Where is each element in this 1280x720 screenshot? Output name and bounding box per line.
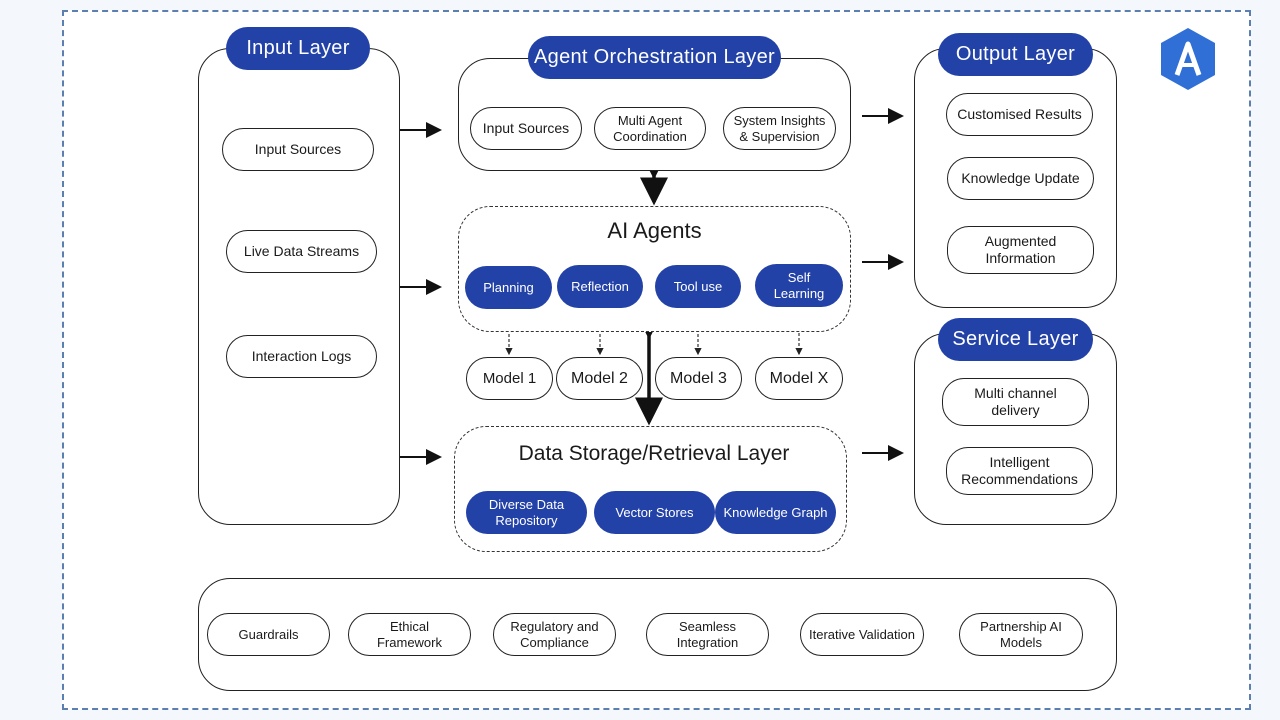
orchestration-layer-title: Agent Orchestration Layer	[528, 36, 781, 79]
ai-agents-title: AI Agents	[607, 218, 702, 243]
multi-channel-delivery-item: Multi channel delivery	[942, 378, 1089, 426]
intelligent-recommendations-item: Intelligent Recommendations	[946, 447, 1093, 495]
reflection-agent: Reflection	[557, 265, 643, 308]
model-2: Model 2	[556, 357, 643, 400]
logo-hexagon-icon	[1161, 28, 1215, 90]
model-3: Model 3	[655, 357, 742, 400]
partnership-ai-models-item: Partnership AI Models	[959, 613, 1083, 656]
input-layer-title: Input Layer	[226, 27, 370, 70]
ethical-framework-item: Ethical Framework	[348, 613, 471, 656]
iterative-validation-item: Iterative Validation	[800, 613, 924, 656]
guardrails-item: Guardrails	[207, 613, 330, 656]
regulatory-compliance-item: Regulatory and Compliance	[493, 613, 616, 656]
interaction-logs-item: Interaction Logs	[226, 335, 377, 378]
input-sources-item: Input Sources	[222, 128, 374, 171]
diverse-data-repository-item: Diverse Data Repository	[466, 491, 587, 534]
vector-stores-item: Vector Stores	[594, 491, 715, 534]
self-learning-agent: Self Learning	[755, 264, 843, 307]
data-storage-title: Data Storage/Retrieval Layer	[518, 442, 790, 465]
service-layer-title: Service Layer	[938, 318, 1093, 361]
input-layer-panel	[198, 48, 400, 525]
customised-results-item: Customised Results	[946, 93, 1093, 136]
multi-agent-coordination-item: Multi Agent Coordination	[594, 107, 706, 150]
model-1: Model 1	[466, 357, 553, 400]
tool-use-agent: Tool use	[655, 265, 741, 308]
model-x: Model X	[755, 357, 843, 400]
orchestration-input-sources-item: Input Sources	[470, 107, 582, 150]
service-layer-panel	[914, 333, 1117, 525]
planning-agent: Planning	[465, 266, 552, 309]
output-layer-title: Output Layer	[938, 33, 1093, 76]
brand-logo	[1158, 26, 1218, 92]
knowledge-graph-item: Knowledge Graph	[715, 491, 836, 534]
seamless-integration-item: Seamless Integration	[646, 613, 769, 656]
live-data-streams-item: Live Data Streams	[226, 230, 377, 273]
augmented-information-item: Augmented Information	[947, 226, 1094, 274]
knowledge-update-item: Knowledge Update	[947, 157, 1094, 200]
system-insights-item: System Insights & Supervision	[723, 107, 836, 150]
